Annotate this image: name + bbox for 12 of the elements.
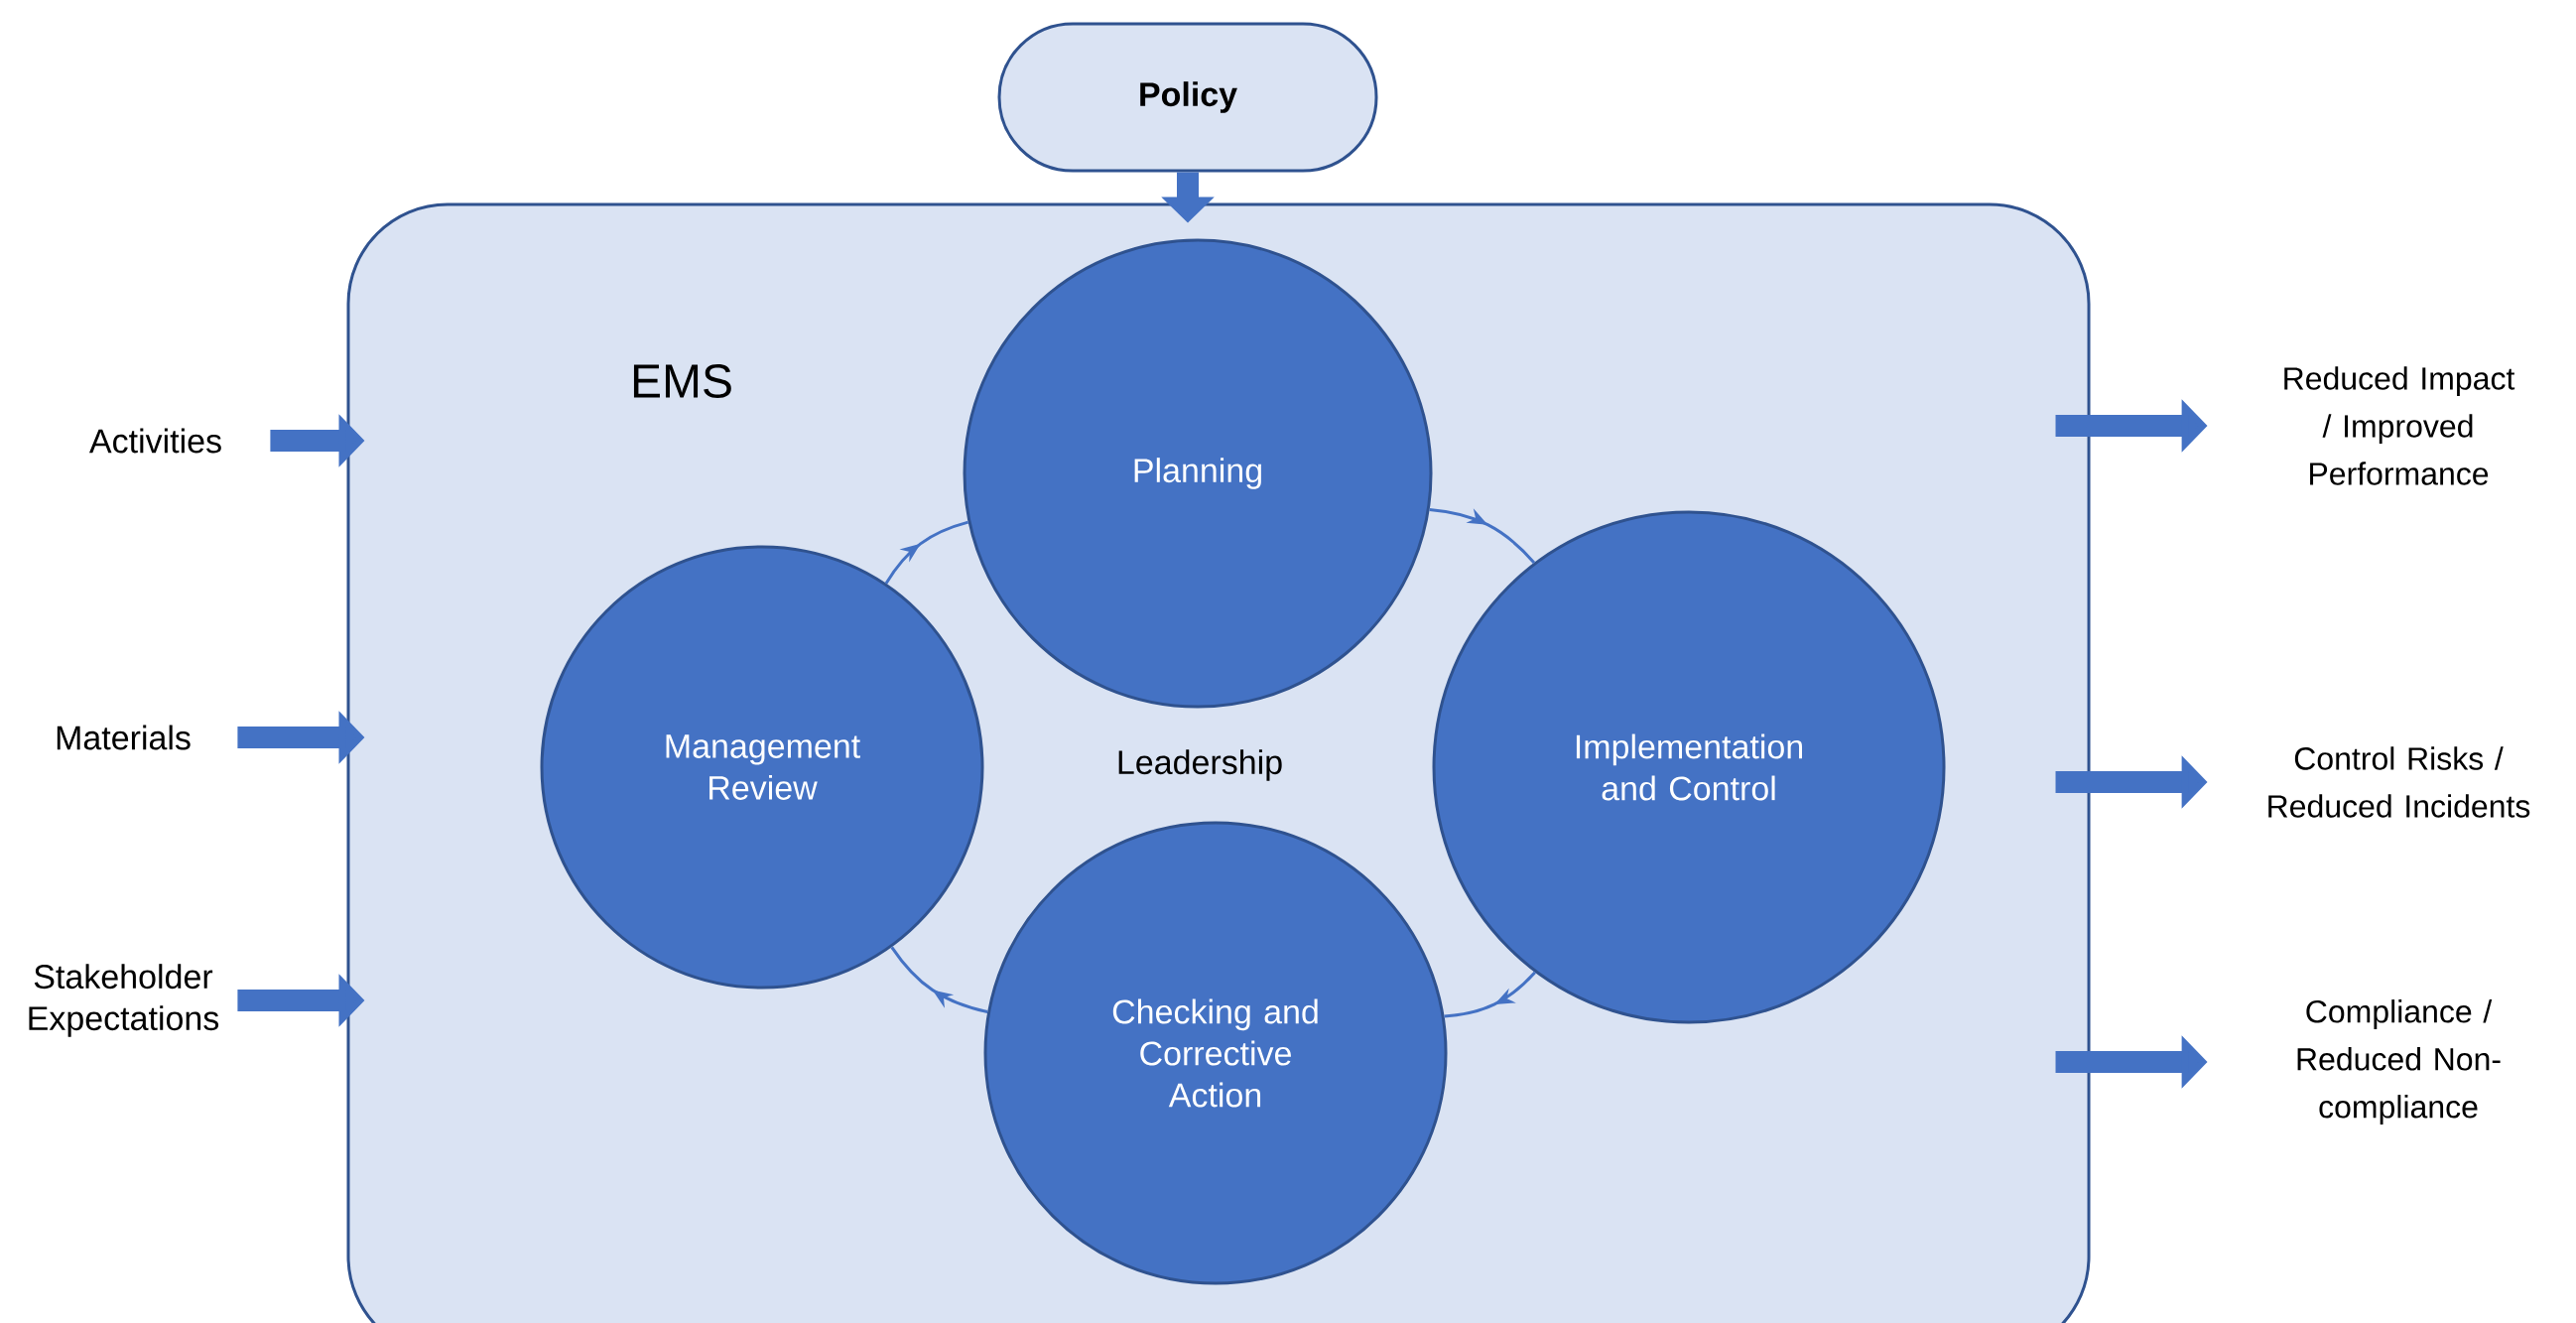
input-label: Materials [57,725,191,750]
input-label: Activities [89,428,221,454]
center-label: Leadership [1118,749,1282,781]
policy-box: Policy [997,22,1378,173]
input-label: Stakeholder Expectations [29,964,219,1037]
cycle-arrow [1444,971,1536,1018]
output-label: Reduced Impact / Improved Performance [2284,366,2515,485]
cycle-arrow [1429,508,1536,564]
output-label: Control Risks / Reduced Incidents [2268,746,2530,818]
cycle-arrow [890,946,988,1014]
output-label: Compliance / Reduced Non-compliance [2297,999,2501,1125]
cycle-arrow [884,520,969,585]
